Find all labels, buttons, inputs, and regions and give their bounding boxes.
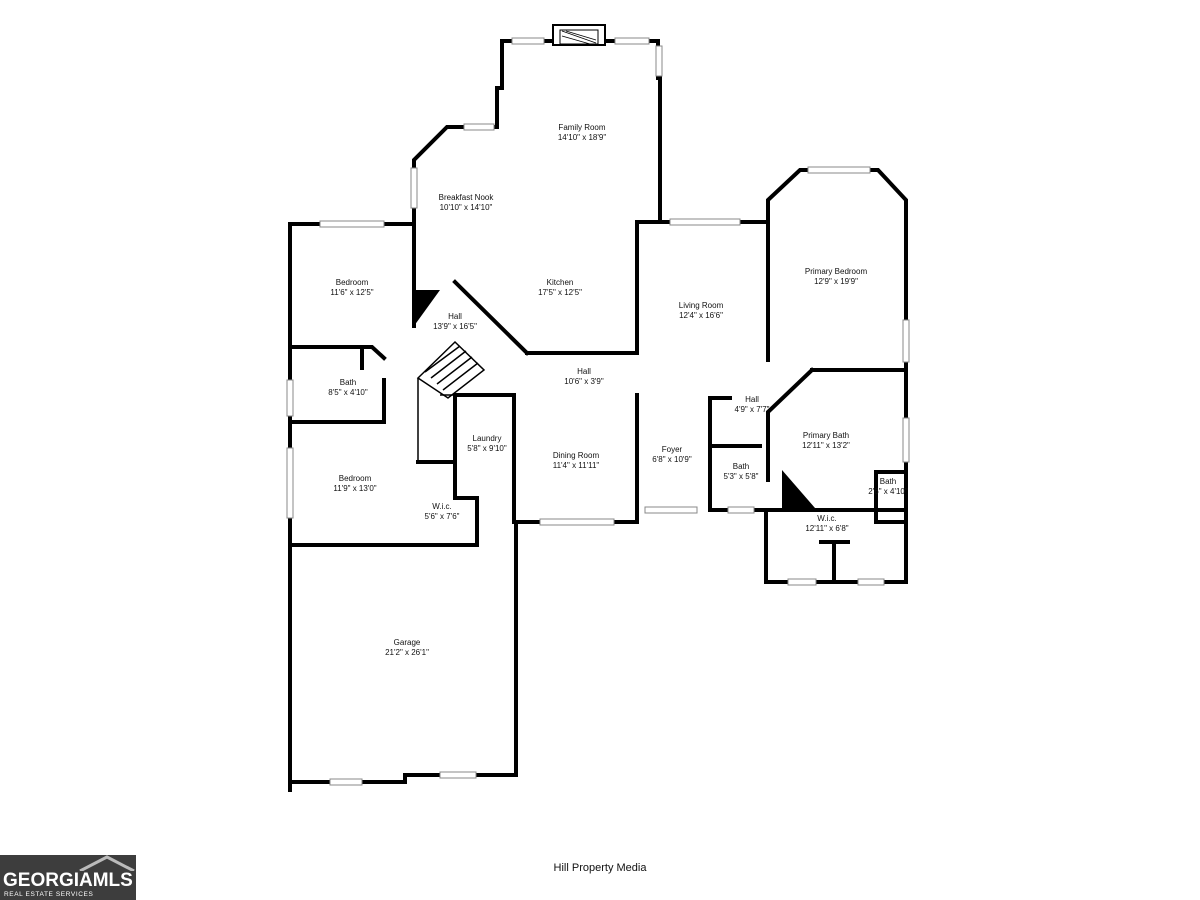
room-name: Laundry [472, 434, 502, 443]
wall-small-bath [874, 470, 908, 524]
room-dims: 11'4" x 11'11" [552, 461, 600, 470]
windows [286, 37, 910, 786]
room-dims: 12'11" x 6'8" [805, 524, 849, 533]
georgia-mls-logo: GEORGIAMLS REAL ESTATE SERVICES [0, 855, 136, 900]
room-dims: 4'9" x 7'7" [734, 405, 770, 414]
stair-wedge-left [414, 290, 440, 326]
room-name: Primary Bath [802, 431, 850, 440]
room-name: Garage [393, 638, 421, 647]
room-name: Foyer [661, 445, 683, 454]
room-dims: 13'9" x 16'5" [433, 322, 477, 331]
wall-primary-bath [766, 367, 908, 482]
room-name: W.i.c. [432, 502, 452, 511]
wall-bedroom-1-bottom [288, 345, 387, 370]
room-name: Kitchen [546, 278, 574, 287]
room-name: Hall [577, 367, 591, 376]
room-name: Bath [879, 477, 897, 486]
room-dims: 5'8" x 9'10" [467, 444, 507, 453]
room-name: Living Room [678, 301, 724, 310]
logo-tagline: REAL ESTATE SERVICES [4, 891, 94, 898]
wall-bedroom-1 [288, 222, 416, 792]
logo-wordmark: GEORGIAMLS [3, 870, 133, 891]
room-name: Bedroom [338, 474, 372, 483]
room-dims: 21'2" x 26'1" [385, 648, 429, 657]
room-name: Hall [448, 312, 462, 321]
house-roof-icon [79, 855, 135, 871]
wall-wic-stub [819, 540, 850, 584]
room-dims: 10'6" x 3'9" [564, 377, 604, 386]
room-name: Hall [745, 395, 759, 404]
room-dims: 12'9" x 19'9" [814, 277, 858, 286]
room-name: Family Room [558, 123, 606, 132]
wall-laundry-top [453, 393, 516, 524]
room-dims: 17'5" x 12'5" [538, 288, 582, 297]
walls [288, 39, 908, 792]
room-wic-1: W.i.c.5'6" x 7'6" [425, 502, 460, 522]
room-name: Dining Room [552, 451, 600, 460]
room-dims: 12'4" x 16'6" [679, 311, 723, 320]
room-dims: 6'8" x 10'9" [652, 455, 692, 464]
wall-family-room [458, 39, 504, 129]
room-dims: 8'5" x 4'10" [328, 388, 368, 397]
credit-text: Hill Property Media [553, 862, 647, 874]
room-dims: 2'6" x 4'10" [868, 487, 908, 496]
room-name: Primary Bedroom [804, 267, 868, 276]
stairs [416, 340, 514, 462]
room-dims: 12'11" x 13'2" [802, 441, 850, 450]
wall-nook [412, 125, 462, 238]
room-name: Bedroom [335, 278, 369, 287]
stair-wedge-right [782, 470, 815, 508]
room-wic-2: W.i.c.12'11" x 6'8" [805, 514, 848, 534]
wall-kitchen-bottom [525, 220, 639, 355]
room-dims: 11'9" x 13'0" [333, 484, 377, 493]
wall-bath [288, 378, 386, 424]
room-dims: 5'6" x 7'6" [424, 512, 460, 521]
wall-laundry [453, 393, 479, 500]
room-name: Breakfast Nook [438, 193, 494, 202]
room-name: W.i.c. [817, 514, 837, 523]
room-name: Bath [339, 378, 357, 387]
wall-garage [288, 520, 518, 784]
room-name: Bath [732, 462, 750, 471]
room-dims: 14'10" x 18'9" [557, 133, 607, 142]
wall-bedroom-2 [288, 497, 479, 547]
room-dims: 10'10" x 14'10" [439, 203, 493, 212]
room-dims: 11'6" x 12'5" [330, 288, 374, 297]
room-dims: 5'3" x 5'8" [723, 472, 759, 481]
